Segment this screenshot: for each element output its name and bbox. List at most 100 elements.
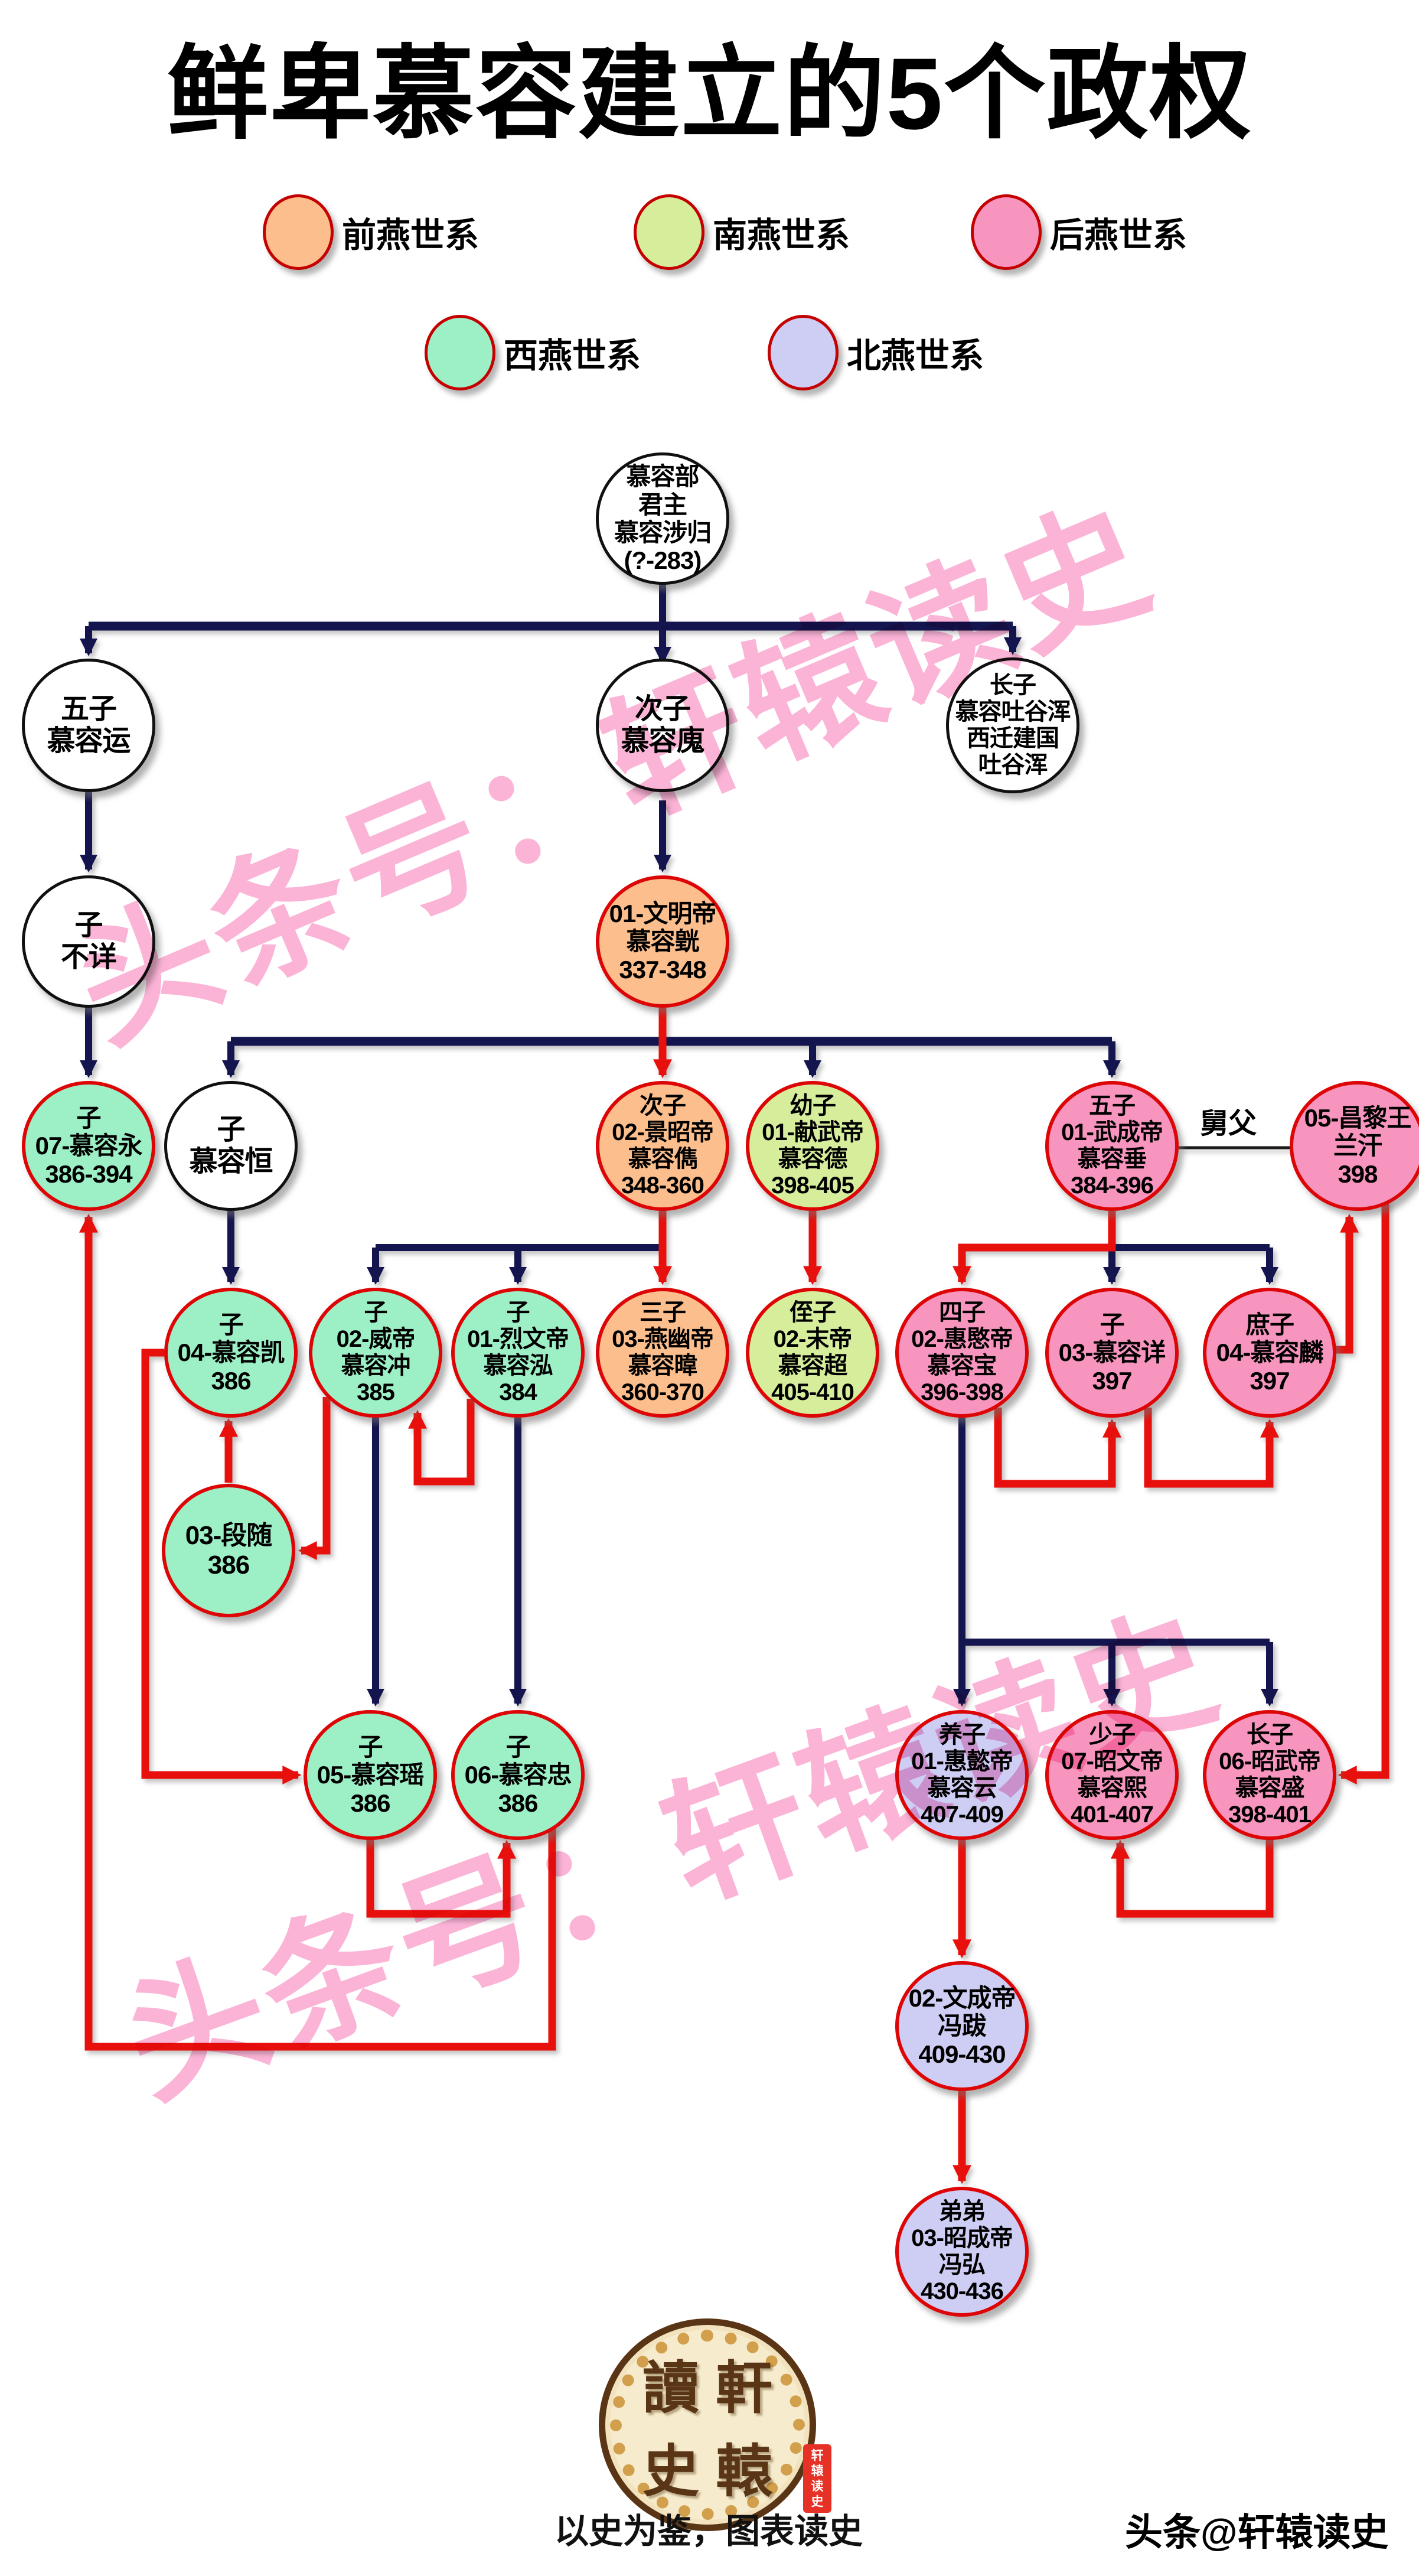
node-text-line: 慕容泓 [483,1353,553,1379]
node-text-line: 02-文成帝 [908,1984,1016,2012]
node-text-line: 397 [1250,1366,1290,1395]
node-text-line: 07-慕容永 [35,1132,143,1160]
footer-tagline: 以史为鉴，图表读史 [554,2511,863,2551]
node-text-line: 不详 [60,942,117,973]
node-text-line: 405-410 [771,1379,854,1406]
node-text-line: 冯弘 [939,2252,986,2278]
node-text-line: 慕容儁 [628,1146,698,1172]
node-text-line: 幼子 [790,1092,836,1119]
legend-label-beiyan: 北燕世系 [847,337,984,375]
tree-node-buxiang: 子不详 [22,875,155,1008]
legend-label-houyan: 后燕世系 [1050,216,1188,255]
node-text-line: 05-慕容瑶 [317,1761,425,1789]
node-text-line: 弟弟 [939,2198,986,2225]
node-text-line: 次子 [640,1092,686,1119]
seal-char: 辕 [811,2463,824,2478]
node-text-line: 03-段随 [185,1521,273,1551]
seal-char: 读 [811,2479,824,2493]
legend-swatch-qianyan [263,194,334,270]
node-text-line: 吐谷浑 [978,752,1048,779]
node-text-line: 398-405 [771,1173,854,1199]
node-text-line: 慕容暐 [628,1353,698,1379]
node-text-line: 401-407 [1071,1802,1154,1828]
node-text-line: 398 [1338,1160,1378,1188]
node-text-line: 03-昭成帝 [911,2225,1013,2251]
node-text-line: 子 [76,1103,101,1132]
node-text-line: 慕容部 [626,463,699,491]
node-text-line: 04-慕容凯 [177,1339,285,1367]
logo-wordmark: 讀 軒 史 轅 [605,2325,810,2525]
node-text-line: 侄子 [790,1299,836,1326]
node-text-line: 386 [207,1551,250,1580]
node-text-line: 386-394 [45,1160,132,1188]
node-text-line: 慕容超 [778,1353,848,1379]
node-text-line: 03-燕幽帝 [612,1326,714,1352]
edge-s-lin-lanhan [1334,1213,1359,1354]
edge-s-xiang-lin [1144,1408,1279,1488]
node-text-line: 04-慕容麟 [1216,1339,1324,1367]
node-text-line: 慕容运 [47,725,131,757]
node-text-line: 02-惠愍帝 [911,1326,1013,1352]
tree-node-shegui: 慕容部君主慕容涉归(?-283) [596,452,729,585]
node-text-line: 02-威帝 [336,1326,416,1352]
node-text-line: 子 [358,1732,383,1761]
node-text-line: 子 [74,909,103,941]
legend-label-xiyan: 西燕世系 [504,337,641,375]
logo-char: 軒 [716,2357,772,2420]
node-text-line: 子 [217,1113,245,1145]
node-text-line: 409-430 [918,2040,1006,2068]
node-text-line: 01-武成帝 [1061,1119,1163,1145]
node-text-line: 07-昭文帝 [1061,1748,1163,1774]
node-text-line: 五子 [1089,1092,1136,1119]
node-text-line: 慕容垂 [1077,1146,1147,1172]
node-text-line: 兰汗 [1333,1132,1382,1160]
logo-char: 史 [642,2440,699,2503]
node-text-line: 少子 [1089,1721,1136,1748]
node-text-line: 五子 [60,693,117,725]
node-text-line: 慕容熙 [1077,1775,1147,1801]
edge-s-chong-duansui [298,1397,331,1560]
node-text-line: 385 [357,1379,395,1406]
uncle-relation-label: 舅父 [1199,1108,1257,1139]
node-text-line: 03-慕容详 [1058,1339,1166,1367]
node-text-line: 398-401 [1228,1802,1312,1828]
seal-char: 轩 [811,2448,824,2463]
node-text-line: 子 [364,1299,388,1326]
logo-char: 讀 [642,2357,699,2420]
node-text-line: 慕容廆 [621,725,704,757]
node-text-line: 四子 [939,1299,986,1326]
node-text-line: 慕容恒 [189,1146,273,1177]
tree-node-tuyuhun: 长子慕容吐谷浑西迁建国吐谷浑 [946,657,1079,793]
node-text-line: 慕容盛 [1235,1775,1305,1801]
edge-s-yao-zhong [366,1839,516,1918]
node-text-line: 386 [211,1366,251,1395]
node-text-line: 西迁建国 [967,725,1059,751]
logo-char: 轅 [716,2440,772,2503]
node-text-line: 337-348 [619,955,706,983]
node-text-line: 君主 [638,490,687,519]
node-text-line: 慕容云 [927,1775,997,1801]
node-text-line: 三子 [640,1299,686,1326]
node-text-line: 子 [1100,1310,1124,1339]
node-text-line: 06-昭武帝 [1219,1748,1321,1774]
node-text-line: 慕容涉归 [614,519,712,546]
legend-label-qianyan: 前燕世系 [342,216,479,255]
node-text-line: 长子 [1247,1721,1293,1748]
node-text-line: 01-烈文帝 [467,1326,569,1352]
legend-swatch-houyan [971,194,1042,270]
